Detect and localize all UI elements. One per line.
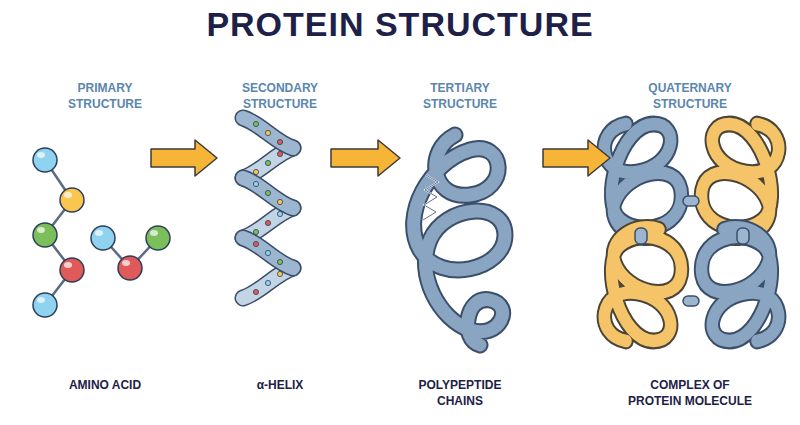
amino-acid (91, 226, 115, 250)
amino-acid (146, 226, 170, 250)
helix-front (243, 118, 293, 268)
subunit (702, 227, 779, 341)
helix-ribbon (243, 118, 293, 148)
highlight (37, 297, 45, 303)
helix-ribbon (243, 178, 293, 208)
stage-arrow (151, 140, 217, 176)
helix-segment (423, 175, 438, 220)
highlight (122, 260, 130, 266)
subunit-link (683, 196, 699, 206)
stage-label: COMPLEX OF PROTEIN MOLECULE (624, 377, 756, 409)
stage-arrow (331, 140, 400, 176)
residue-dot (253, 121, 258, 126)
residue-dot (265, 190, 270, 195)
residue-dot (253, 289, 258, 294)
residue-dot (277, 139, 282, 144)
highlight (37, 227, 45, 233)
stage-arrow (543, 140, 610, 176)
stage-heading: QUATERNARY STRUCTURE (635, 80, 745, 112)
stage-heading: SECONDARY STRUCTURE (225, 80, 335, 112)
amino-acid-chain (45, 160, 158, 305)
subunit (604, 227, 681, 341)
helix-ribbon (243, 238, 293, 268)
amino-acid (33, 148, 57, 172)
structure-stage: QUATERNARY STRUCTURE COMPLEX OF PROTEIN M… (615, 80, 765, 410)
highlight (64, 262, 72, 268)
subunit-link (683, 296, 699, 306)
helix-front-residues (253, 121, 282, 264)
helix-ribbon (243, 238, 293, 268)
helix-back-residues (253, 151, 282, 294)
helix-back (243, 148, 293, 298)
subunit-tube (702, 227, 779, 341)
subunit-tube (604, 227, 681, 341)
residue-dot (265, 130, 270, 135)
stage-heading: TERTIARY STRUCTURE (405, 80, 515, 112)
highlight (64, 192, 72, 198)
stage-label: α-HELIX (210, 377, 350, 393)
chain-outline (414, 135, 505, 345)
helix-ribbon (243, 178, 293, 208)
residue-dot (265, 160, 270, 165)
diagram-title: PROTEIN STRUCTURE (0, 4, 800, 44)
amino-acid (33, 293, 57, 317)
subunit-link (635, 228, 647, 244)
amino-acid (33, 223, 57, 247)
helix-ribbon (243, 118, 293, 148)
structure-stage: PRIMARY STRUCTUREAMINO ACID (55, 80, 155, 410)
residue-dot (253, 241, 258, 246)
stage-label: POLYPEPTIDE CHAINS (405, 377, 515, 409)
residue-dot (277, 259, 282, 264)
helix-segment (423, 175, 438, 220)
amino-acid (60, 258, 84, 282)
amino-acid-balls (33, 148, 170, 317)
subunit-links (635, 196, 749, 306)
chain-tube (414, 135, 505, 345)
structure-stage: SECONDARY STRUCTUREα-HELIX (225, 80, 335, 410)
subunit-link (737, 228, 749, 244)
structure-stage: TERTIARY STRUCTURE POLYPEPTIDE CHAINS (395, 80, 525, 410)
subunit-outline (604, 227, 681, 341)
subunit-outline (702, 227, 779, 341)
stage-label: AMINO ACID (35, 377, 175, 393)
stage-heading: PRIMARY STRUCTURE (50, 80, 160, 112)
residue-dot (253, 181, 258, 186)
highlight (95, 230, 103, 236)
amino-acid (60, 188, 84, 212)
amino-acid (118, 256, 142, 280)
residue-dot (277, 199, 282, 204)
residue-dot (265, 250, 270, 255)
folded-chain (414, 135, 505, 345)
highlight (150, 230, 158, 236)
residue-dot (265, 280, 270, 285)
ball-highlights (37, 152, 158, 303)
highlight (37, 152, 45, 158)
residue-dot (265, 220, 270, 225)
